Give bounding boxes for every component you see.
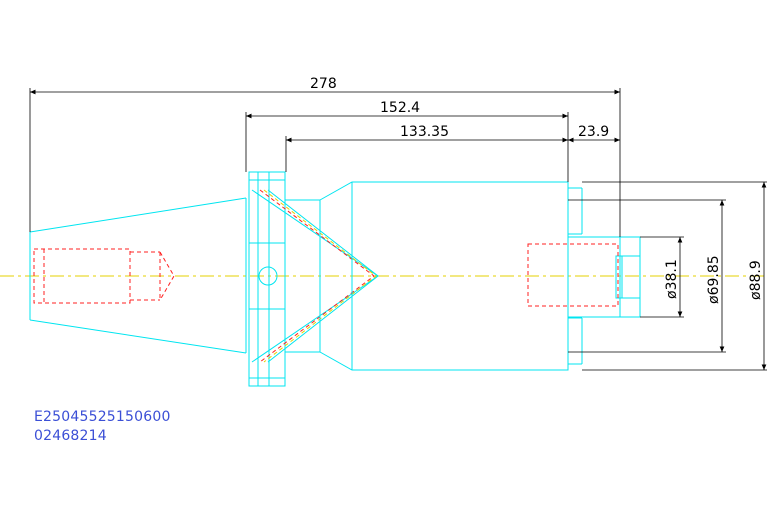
extension-lines — [29, 88, 767, 371]
part-number: E25045525150600 — [34, 409, 171, 425]
part-code: 02468214 — [34, 428, 107, 444]
dim-flange-to-end: 152.4 — [380, 100, 420, 116]
dim-overall-length: 278 — [310, 76, 337, 92]
body-hidden-bore — [527, 243, 619, 307]
taper-shank — [29, 197, 247, 354]
dim-dia-small: ø38.1 — [664, 259, 680, 299]
flange — [248, 171, 320, 387]
dim-dia-mid: ø69.85 — [706, 255, 722, 304]
shank-hidden-thread — [33, 248, 175, 304]
main-body — [319, 181, 583, 371]
dim-body-length: 133.35 — [400, 124, 449, 140]
nose-pilot — [567, 236, 641, 318]
dim-end-offset: 23.9 — [578, 124, 609, 140]
v-groove — [251, 189, 379, 363]
dim-dia-large: ø88.9 — [748, 260, 764, 300]
dimension-lines — [30, 89, 767, 370]
